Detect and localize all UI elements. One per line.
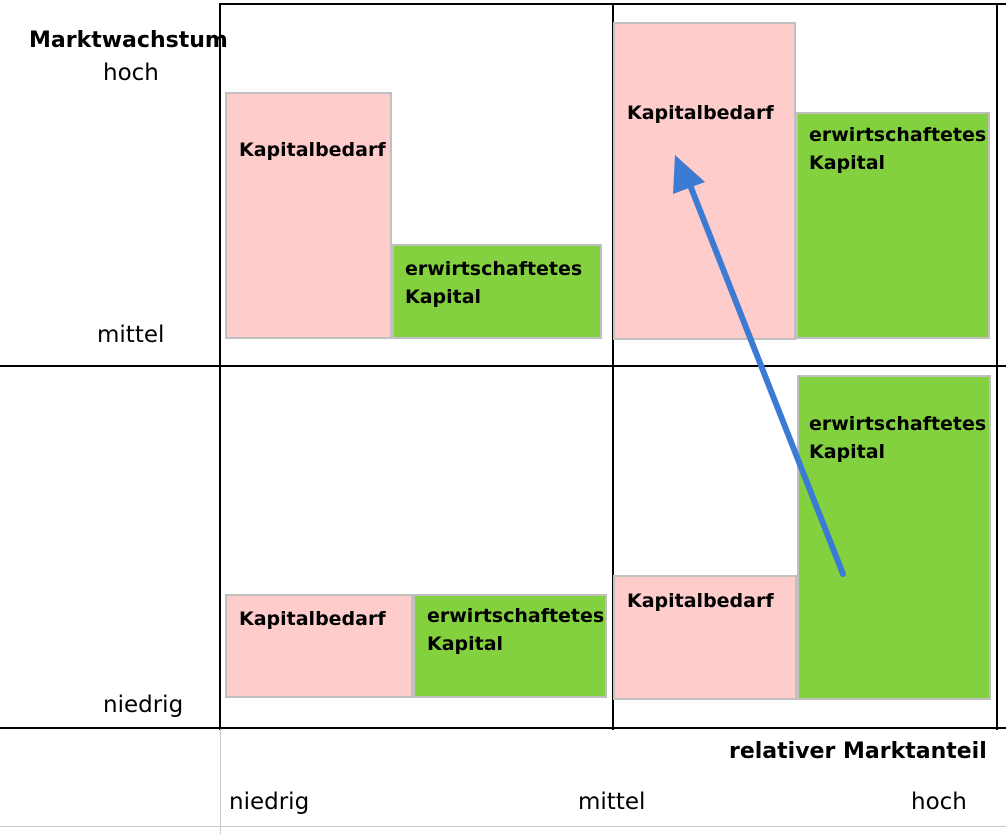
y-axis-title: Marktwachstum [29, 28, 228, 53]
top-left-earned-capital-label: erwirtschaftetes Kapital [405, 258, 583, 308]
x-axis-level-high: hoch [911, 789, 967, 815]
arrow-head [673, 155, 705, 194]
bottom-right-capital-demand-box: Kapitalbedarf [613, 575, 797, 700]
axis-area-bottom-line [0, 826, 1006, 827]
bottom-left-capital-demand-box: Kapitalbedarf [225, 594, 413, 698]
grid-bottom-border [0, 727, 1006, 729]
bottom-left-capital-demand-label: Kapitalbedarf [239, 608, 386, 630]
top-left-capital-demand-box: Kapitalbedarf [225, 92, 392, 339]
bottom-left-earned-capital-box: erwirtschaftetes Kapital [413, 594, 607, 698]
x-axis-title: relativer Marktanteil [729, 739, 987, 764]
bottom-right-earned-capital-label: erwirtschaftetes Kapital [809, 413, 987, 463]
top-right-earned-capital-label: erwirtschaftetes Kapital [809, 124, 987, 174]
axis-area-left-divider [220, 729, 221, 834]
top-left-capital-demand-label: Kapitalbedarf [239, 139, 386, 161]
y-axis-level-low: niedrig [103, 692, 184, 718]
top-left-earned-capital-box: erwirtschaftetes Kapital [392, 244, 602, 339]
arrow-shaft [687, 182, 846, 577]
top-right-earned-capital-box: erwirtschaftetes Kapital [796, 112, 990, 339]
x-axis-level-medium: mittel [578, 789, 646, 815]
y-axis-level-high: hoch [103, 60, 159, 86]
x-axis-level-low: niedrig [229, 789, 310, 815]
bottom-left-earned-capital-label: erwirtschaftetes Kapital [427, 605, 605, 655]
top-right-capital-demand-label: Kapitalbedarf [627, 102, 774, 124]
y-axis-level-medium: mittel [97, 322, 165, 348]
grid-middle-horizontal [0, 365, 1006, 367]
top-right-capital-demand-box: Kapitalbedarf [613, 22, 796, 340]
bottom-right-capital-demand-label: Kapitalbedarf [627, 590, 774, 612]
